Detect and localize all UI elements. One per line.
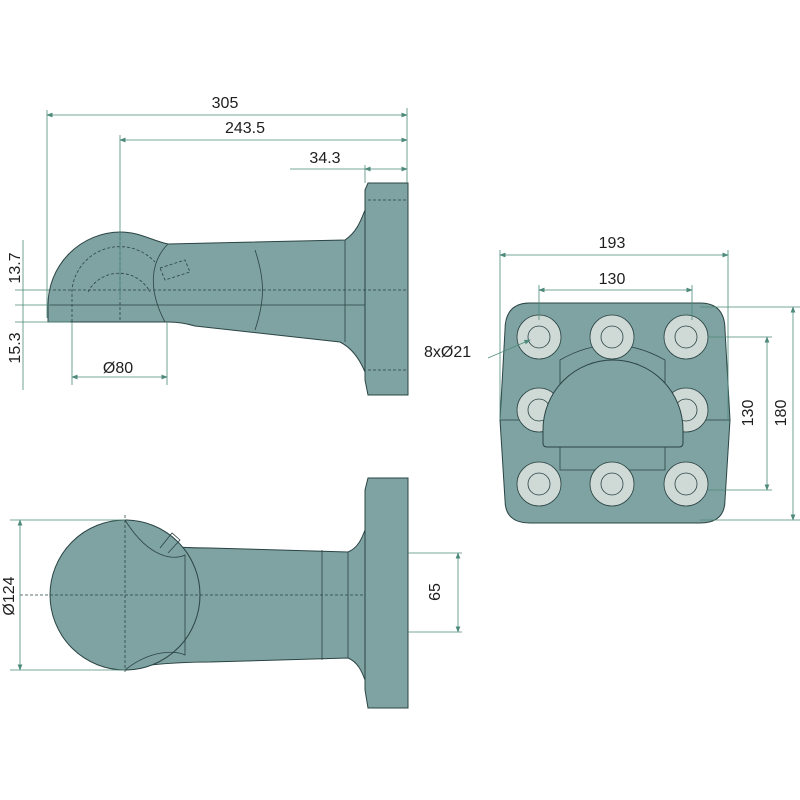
dim-ball-to-flange: 243.5 xyxy=(225,120,265,137)
front-view-dimensions: 193 130 8xØ21 130 180 xyxy=(424,235,800,521)
top-view-flange xyxy=(364,477,409,709)
dim-upper-offset: 13.7 xyxy=(7,252,24,283)
dim-hole-spacing-h: 130 xyxy=(599,271,626,288)
side-view-body xyxy=(47,209,366,373)
bolt-hole xyxy=(516,461,562,507)
dim-holes: 8xØ21 xyxy=(424,344,471,361)
bolt-hole xyxy=(516,314,562,360)
bolt-hole xyxy=(589,461,635,507)
dim-hole-spacing-v: 130 xyxy=(740,400,757,427)
dim-overall-length: 305 xyxy=(212,95,239,112)
top-view-dimensions: Ø124 65 xyxy=(1,519,462,671)
dim-lower-offset: 15.3 xyxy=(7,332,24,363)
dim-ball-dia: Ø124 xyxy=(1,576,18,615)
top-view xyxy=(20,477,409,709)
front-view xyxy=(499,302,731,524)
ball-dome xyxy=(542,359,684,448)
dim-neck-height: 65 xyxy=(427,583,444,601)
dim-plate-height: 180 xyxy=(773,400,790,427)
side-view-dimensions: 305 243.5 34.3 13.7 15.3 Ø80 xyxy=(7,95,408,390)
dim-plate-width: 193 xyxy=(599,235,626,252)
dim-flange-thickness: 34.3 xyxy=(309,150,340,167)
dim-ball-neck-dia: Ø80 xyxy=(103,360,133,377)
side-view xyxy=(47,182,409,396)
side-view-flange xyxy=(364,182,409,396)
bolt-hole xyxy=(589,314,635,360)
bolt-hole xyxy=(663,461,709,507)
bolt-hole xyxy=(663,314,709,360)
